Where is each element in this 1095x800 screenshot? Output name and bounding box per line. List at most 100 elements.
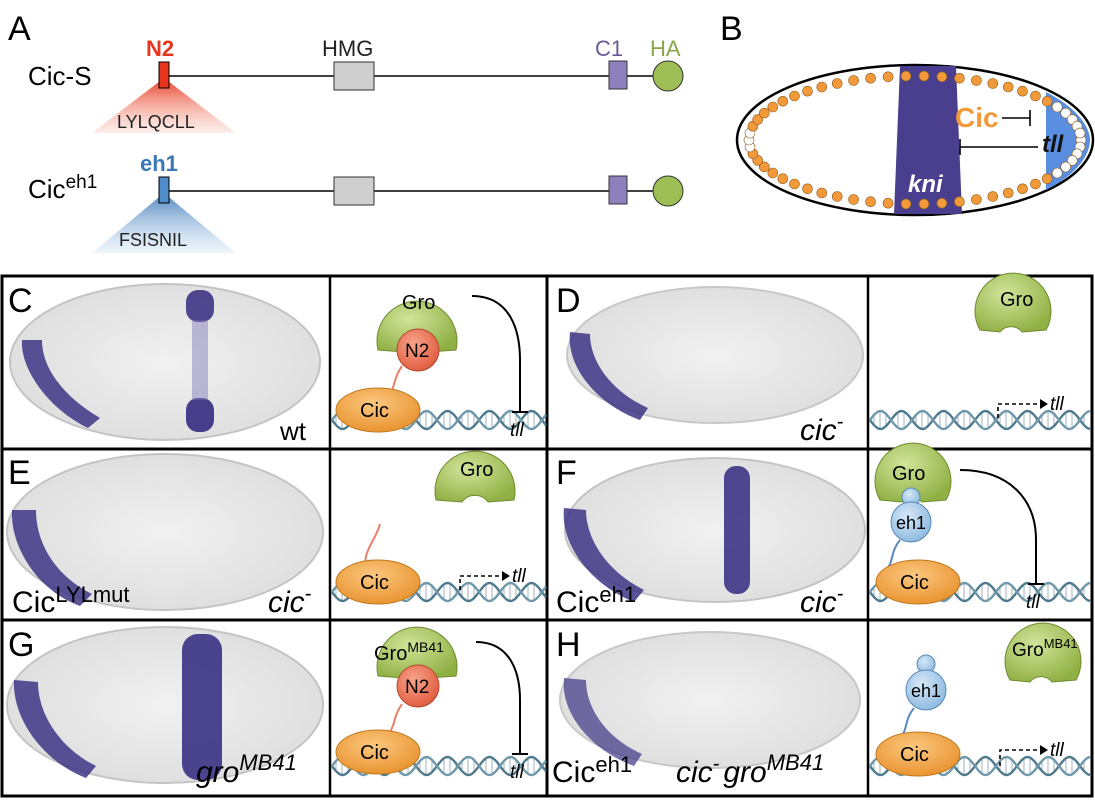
nucleus bbox=[882, 197, 894, 209]
tll-label-d: tll bbox=[1050, 394, 1065, 415]
construct-h: Ciceh1 bbox=[552, 752, 632, 789]
nucleus bbox=[1067, 155, 1078, 166]
nucleus bbox=[987, 78, 999, 89]
panel-letter-h: H bbox=[556, 626, 581, 664]
gro-label-c: Gro bbox=[402, 292, 435, 314]
nucleus bbox=[1060, 107, 1071, 119]
nucleus bbox=[767, 101, 779, 113]
nuclei-ring bbox=[743, 70, 1087, 210]
cic-label-e: Cic bbox=[360, 572, 389, 594]
cic-protein bbox=[335, 559, 421, 605]
nucleus bbox=[936, 197, 948, 209]
schematic-g: GroMB41 N2 Cic tll bbox=[331, 626, 547, 783]
nucleus bbox=[831, 78, 843, 89]
embryo-e bbox=[4, 452, 328, 618]
embryo-d bbox=[549, 279, 866, 447]
hmg-box bbox=[333, 61, 375, 91]
panel-letter-e: E bbox=[8, 454, 31, 492]
nucleus bbox=[865, 196, 876, 207]
cic-protein bbox=[875, 559, 961, 605]
activation-arrow bbox=[997, 403, 1040, 418]
tll-label-h: tll bbox=[1050, 740, 1065, 761]
panel-letter-d: D bbox=[556, 282, 581, 320]
nucleus bbox=[971, 194, 982, 205]
n2-motif bbox=[396, 664, 440, 708]
nucleus bbox=[987, 191, 999, 202]
eh1-motif bbox=[890, 501, 932, 543]
cic-protein bbox=[335, 729, 421, 775]
nucleus bbox=[954, 73, 965, 84]
n2-sequence: LYLQCLL bbox=[117, 112, 195, 132]
tll-label-e: tll bbox=[512, 566, 527, 587]
cic-label-f: Cic bbox=[900, 572, 929, 594]
embryo-g bbox=[4, 623, 328, 794]
nucleus bbox=[1002, 187, 1014, 199]
hmg-label: HMG bbox=[322, 36, 373, 61]
genotype-h: cic-groMB41 bbox=[676, 750, 824, 789]
nucleus bbox=[882, 71, 894, 83]
panel-letter-a: A bbox=[8, 10, 31, 48]
nucleus bbox=[752, 114, 764, 125]
c1-box bbox=[608, 60, 628, 90]
genotype-c: wt bbox=[279, 416, 307, 446]
schematic-d: Gro tll bbox=[869, 272, 1091, 431]
embryo-f bbox=[549, 452, 866, 618]
embryo-c bbox=[4, 279, 328, 447]
nucleus bbox=[1002, 81, 1014, 93]
cic-label-c: Cic bbox=[360, 400, 389, 422]
tll-label-c: tll bbox=[510, 420, 525, 441]
nucleus bbox=[971, 75, 982, 86]
nucleus bbox=[777, 173, 789, 184]
n2-label-c: N2 bbox=[405, 341, 429, 362]
panel-a: A Cic-S N2 LYLQCLL HMG C1 HA Ciceh1 eh1 … bbox=[8, 10, 684, 253]
dna-helix bbox=[869, 409, 1091, 431]
gro-protein bbox=[974, 272, 1052, 333]
n2-box bbox=[158, 61, 170, 89]
tll-label-g: tll bbox=[510, 762, 525, 783]
genotype-e: cic- bbox=[268, 583, 312, 619]
cic-eh1-label: Ciceh1 bbox=[28, 172, 97, 204]
nucleus bbox=[936, 71, 948, 83]
cic-label-b: Cic bbox=[955, 102, 999, 133]
eh1-box bbox=[158, 176, 170, 204]
nucleus bbox=[848, 75, 859, 86]
c1-box-eh1 bbox=[608, 175, 628, 205]
embryo-h bbox=[549, 623, 866, 794]
schematic-c: Gro N2 Cic tll bbox=[331, 292, 547, 441]
genotype-f: cic- bbox=[800, 583, 844, 619]
gro-label-h: GroMB41 bbox=[1012, 636, 1078, 661]
nucleus bbox=[1060, 161, 1071, 173]
gro-protein bbox=[1004, 622, 1082, 683]
cic-protein bbox=[875, 731, 961, 777]
panel-letter-c: C bbox=[8, 282, 33, 320]
eh1-wedge bbox=[92, 193, 236, 253]
nucleus bbox=[777, 96, 789, 107]
construct-f: Ciceh1 bbox=[556, 582, 636, 619]
nucleus bbox=[767, 167, 779, 179]
repression-arrow bbox=[471, 295, 521, 412]
panel-grid bbox=[0, 274, 1094, 798]
nucleus bbox=[758, 161, 770, 173]
eh1-sequence: FSISNIL bbox=[119, 230, 187, 250]
gro-label-g: GroMB41 bbox=[374, 639, 444, 665]
nucleus bbox=[1051, 167, 1063, 179]
nucleus bbox=[1030, 90, 1041, 102]
nucleus bbox=[789, 90, 800, 102]
cic-label-h: Cic bbox=[900, 744, 929, 766]
repression-arrow bbox=[959, 469, 1037, 584]
construct-e: CicLYLmut bbox=[12, 582, 130, 619]
nucleus bbox=[1074, 127, 1086, 139]
nucleus bbox=[918, 198, 930, 210]
n2-label: N2 bbox=[146, 36, 174, 61]
nucleus bbox=[802, 85, 813, 97]
genotype-g: groMB41 bbox=[196, 750, 297, 789]
panel-letter-f: F bbox=[556, 454, 577, 492]
n2-motif bbox=[396, 328, 440, 372]
nucleus bbox=[1017, 183, 1028, 195]
ha-tag-eh1 bbox=[652, 175, 684, 207]
panel-b: B kni Cic tll bbox=[720, 10, 1095, 217]
nucleus bbox=[918, 70, 930, 82]
repression-arrow bbox=[475, 641, 521, 754]
n2-label-g: N2 bbox=[405, 677, 429, 698]
